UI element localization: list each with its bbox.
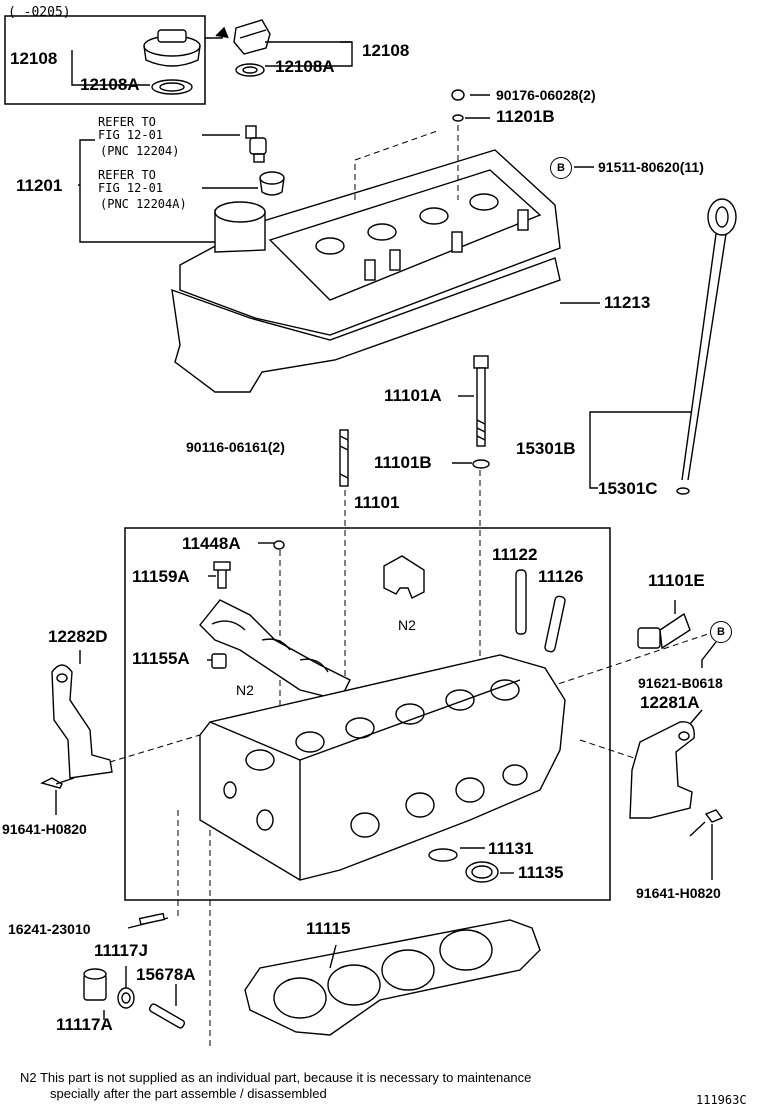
bolt-left-drawing	[40, 777, 75, 789]
callout-11135: 11135	[518, 863, 564, 882]
cylinder-head-drawing	[199, 654, 566, 881]
camshaft-housing-drawing	[199, 599, 351, 701]
marker-b-top: B	[550, 157, 572, 179]
callout-11101A: 11101A	[384, 386, 442, 405]
callout-91641-left: 91641-H0820	[2, 821, 87, 837]
callout-11122: 11122	[492, 545, 538, 564]
refer-a-line2: FIG 12-01	[98, 128, 164, 142]
footnote-line1: N2 This part is not supplied as an indiv…	[20, 1070, 532, 1085]
callout-11117J: 11117J	[94, 941, 148, 960]
n2-label-housing: N2	[236, 682, 254, 698]
plug-11117A-drawing	[83, 968, 107, 1001]
callout-11213: 11213	[604, 293, 651, 312]
head-gasket-drawing	[244, 919, 541, 1036]
bearing-cap-drawing	[383, 555, 425, 599]
bolt-right-drawing	[704, 809, 724, 823]
callout-15301B: 15301B	[516, 439, 576, 458]
refer-a-line1: REFER TO	[98, 115, 156, 129]
refer-a-line3: (PNC 12204)	[100, 144, 180, 158]
callout-11159A: 11159A	[132, 567, 190, 586]
callout-15678A: 15678A	[136, 965, 196, 984]
inset-box	[4, 15, 206, 105]
callout-11155A: 11155A	[132, 649, 190, 668]
cam-position-sensor-drawing	[637, 612, 691, 650]
n2-label-cap: N2	[398, 617, 416, 633]
callout-11101: 11101	[354, 493, 400, 512]
stud-drawing	[339, 429, 349, 487]
cylinder-head-cover-drawing	[179, 149, 561, 336]
pcv-valve-drawing	[245, 125, 267, 163]
marker-b-sensor: B	[710, 621, 732, 643]
callout-12108A-right: 12108A	[275, 57, 335, 76]
refer-b-line1: REFER TO	[98, 168, 156, 182]
callout-12108-left: 12108	[10, 49, 58, 68]
callout-90176: 90176-06028(2)	[496, 87, 596, 103]
figure-id: 111963C	[696, 1093, 747, 1107]
callout-91621: 91621-B0618	[638, 675, 723, 691]
callout-91641-right: 91641-H0820	[636, 885, 721, 901]
footnote-line2: specially after the part assemble / disa…	[50, 1086, 327, 1101]
engine-hanger-right-drawing	[629, 721, 695, 819]
oil-filler-cap-drawing	[143, 29, 201, 95]
callout-90116: 90116-06161(2)	[186, 439, 285, 455]
callout-12108A-left: 12108A	[80, 75, 140, 94]
callout-15301C: 15301C	[598, 479, 658, 498]
callout-11126: 11126	[538, 567, 584, 586]
callout-12108-right: 12108	[362, 41, 410, 60]
header-range: ( -0205)	[8, 5, 71, 20]
callout-11201: 11201	[16, 176, 63, 195]
callout-12282D: 12282D	[48, 627, 108, 646]
oil-dipstick-drawing	[676, 198, 737, 495]
callout-11117A: 11117A	[56, 1015, 113, 1034]
callout-16241: 16241-23010	[8, 921, 91, 937]
callout-11115: 11115	[306, 919, 351, 938]
head-bolt-drawing	[472, 355, 490, 469]
pin-15678A-drawing	[148, 1003, 186, 1029]
oil-filler-cap-drawing-2	[233, 19, 271, 77]
cylinder-head-group-frame	[124, 527, 611, 901]
valve-guide-drawing	[515, 569, 566, 653]
callout-91511: 91511-80620(11)	[598, 159, 704, 175]
refer-b-line3: (PNC 12204A)	[100, 197, 187, 211]
cover-gasket-drawing	[171, 257, 561, 393]
callout-11101B: 11101B	[374, 453, 432, 472]
callout-11101E: 11101E	[648, 571, 705, 590]
callout-11448A: 11448A	[182, 534, 241, 553]
refer-b-line2: FIG 12-01	[98, 181, 164, 195]
grommet-drawing	[259, 171, 285, 196]
engine-hanger-left-drawing	[51, 664, 113, 779]
callout-12281A: 12281A	[640, 693, 700, 712]
callout-11201B: 11201B	[496, 107, 555, 126]
callout-11131: 11131	[488, 839, 534, 858]
